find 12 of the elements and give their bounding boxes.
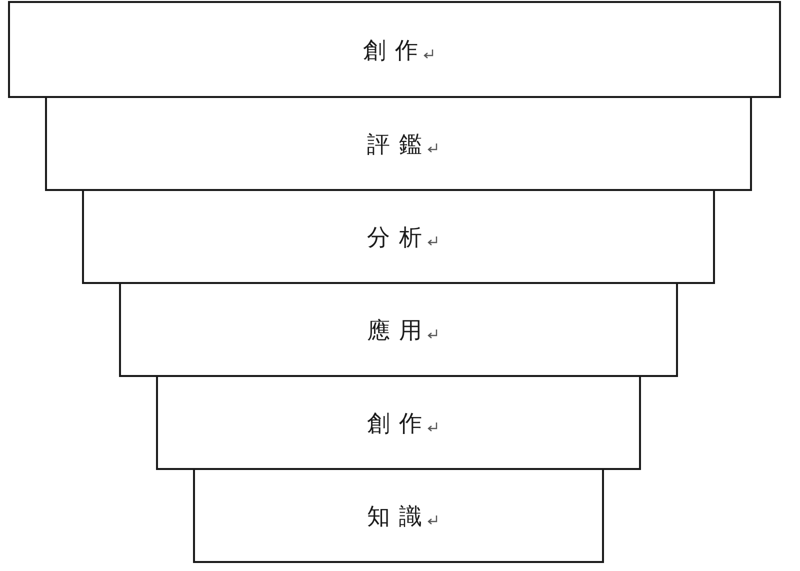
tier-label: 評鑑 (367, 132, 431, 160)
tier-label: 創作 (367, 410, 431, 438)
pyramid-tier-box (8, 1, 781, 98)
tier-label: 應用 (367, 318, 431, 346)
pyramid-tier-box (156, 375, 641, 470)
pyramid-tier-box (82, 189, 715, 284)
pyramid-tier-box (45, 96, 752, 191)
pyramid-tier-box (193, 468, 604, 563)
tier-label: 創作 (363, 38, 427, 66)
tier-label: 知識 (367, 504, 431, 532)
pyramid-tier-box (119, 282, 678, 377)
tier-label: 分析 (367, 224, 431, 252)
